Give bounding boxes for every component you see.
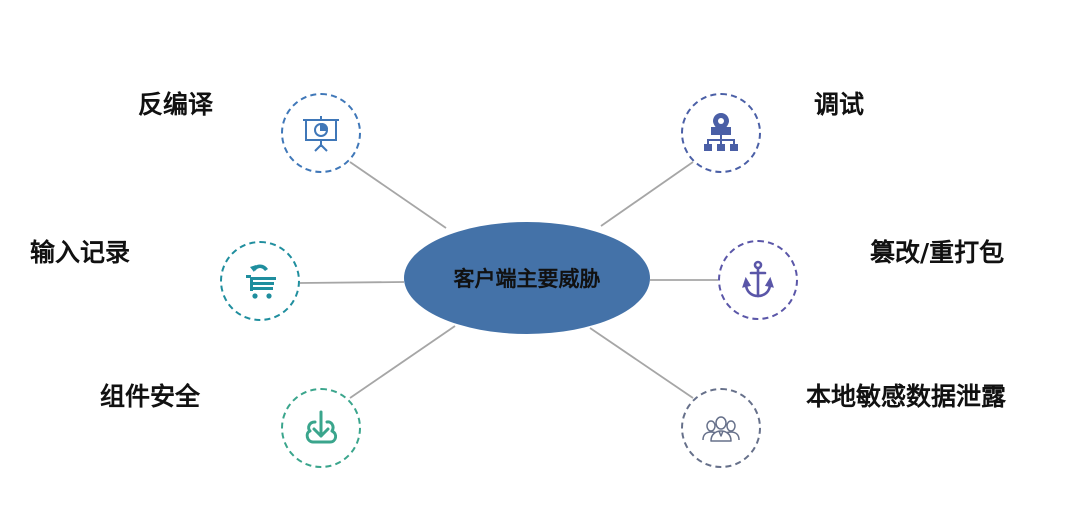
- label-decompile: 反编译: [138, 90, 214, 119]
- connector-input-record: [299, 281, 405, 284]
- node-input-record: [220, 241, 300, 321]
- connector-debug: [600, 161, 694, 227]
- users-group-icon: [702, 416, 740, 442]
- label-input-record: 输入记录: [30, 238, 131, 267]
- node-decompile: [281, 93, 361, 173]
- connector-decompile: [349, 161, 447, 229]
- label-component-security: 组件安全: [100, 382, 201, 411]
- label-debug: 调试: [814, 90, 865, 119]
- node-debug: [681, 93, 761, 173]
- center-topic: 客户端主要威胁: [404, 222, 650, 334]
- presentation-board-pie-chart-icon: [303, 116, 339, 152]
- shopping-cart-icon: [246, 264, 276, 299]
- center-topic-label: 客户端主要威胁: [453, 267, 601, 291]
- node-local-data-leak: [681, 388, 761, 468]
- label-local-data-leak: 本地敏感数据泄露: [806, 382, 1007, 411]
- connector-component-security: [349, 325, 456, 399]
- cloud-download-icon: [305, 410, 338, 444]
- connector-local-data-leak: [589, 327, 694, 399]
- anchor-icon: [742, 260, 774, 298]
- node-tamper-repack: [718, 240, 798, 320]
- node-component-security: [281, 388, 361, 468]
- label-tamper-repack: 篡改/重打包: [870, 238, 1005, 267]
- location-hierarchy-icon: [704, 113, 738, 151]
